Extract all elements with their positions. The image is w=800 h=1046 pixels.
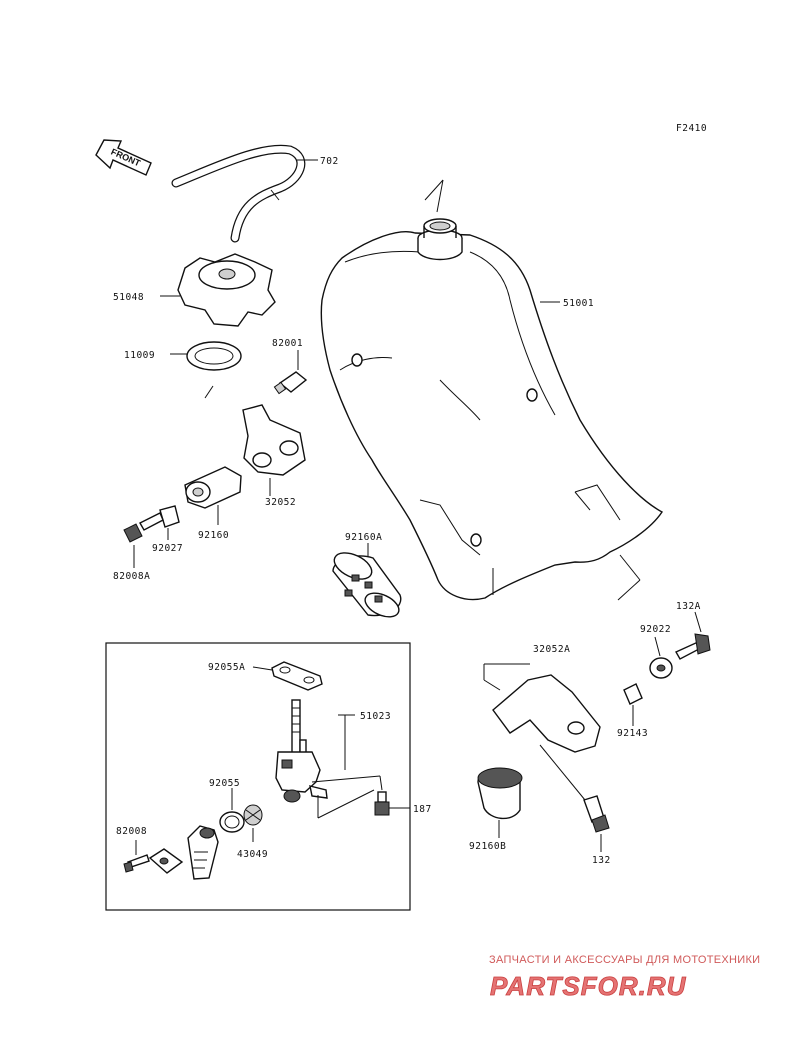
- bolt-132: [583, 795, 610, 852]
- label-187: 187: [413, 804, 432, 815]
- label-11009: 11009: [124, 350, 155, 361]
- label-32052: 32052: [265, 497, 296, 508]
- label-51023: 51023: [360, 711, 391, 722]
- damper-92160: [184, 466, 242, 525]
- label-92160A: 92160A: [345, 532, 382, 543]
- bolt-82001: [273, 350, 308, 395]
- label-32052A: 32052A: [533, 644, 570, 655]
- watermark-tagline: ЗАПЧАСТИ И АКСЕССУАРЫ ДЛЯ МОТОТЕХНИКИ: [489, 954, 760, 966]
- screw-187: [374, 791, 410, 816]
- figure-code: F2410: [676, 123, 707, 134]
- label-92055: 92055: [209, 778, 240, 789]
- watermark-brand: PARTSFOR.RU: [490, 971, 687, 1001]
- fuel-cock-assembly-box: [105, 642, 411, 911]
- label-132: 132: [592, 855, 611, 866]
- front-arrow-icon: FRONT: [95, 139, 152, 176]
- fuel-cock-51023: [275, 699, 383, 819]
- label-82008: 82008: [116, 826, 147, 837]
- filter-43049: [243, 804, 263, 842]
- label-92160: 92160: [198, 530, 229, 541]
- gasket-11009: [170, 341, 242, 399]
- o-ring-92055: [219, 788, 245, 833]
- label-92027: 92027: [152, 543, 183, 554]
- label-51048: 51048: [113, 292, 144, 303]
- label-132A: 132A: [676, 601, 701, 612]
- bracket-32052A: [483, 663, 601, 801]
- fuel-cap-51048: [160, 253, 276, 327]
- lever-plate-82008: [123, 825, 219, 880]
- bolt-82008A: [123, 512, 164, 568]
- fuel-hose-702: [171, 144, 318, 243]
- label-92055A: 92055A: [208, 662, 245, 673]
- damper-92160A: [332, 543, 402, 618]
- collar-92143: [623, 683, 643, 726]
- damper-92160B: [477, 767, 523, 838]
- collar-92027: [159, 505, 180, 540]
- label-92022: 92022: [640, 624, 671, 635]
- bolt-132A: [675, 611, 711, 660]
- label-92143: 92143: [617, 728, 648, 739]
- watermark-logo: ЗАПЧАСТИ И АКСЕССУАРЫ ДЛЯ МОТОТЕХНИКИ PA…: [489, 954, 760, 1001]
- label-82008A: 82008A: [113, 571, 150, 582]
- label-43049: 43049: [237, 849, 268, 860]
- label-92160B: 92160B: [469, 841, 506, 852]
- bracket-32052: [242, 404, 306, 496]
- label-702: 702: [320, 156, 339, 167]
- washer-92022: [649, 636, 673, 679]
- label-51001: 51001: [563, 298, 594, 309]
- fuel-tank-51001: [320, 179, 664, 601]
- gasket-92055A: [252, 661, 323, 691]
- label-82001: 82001: [272, 338, 303, 349]
